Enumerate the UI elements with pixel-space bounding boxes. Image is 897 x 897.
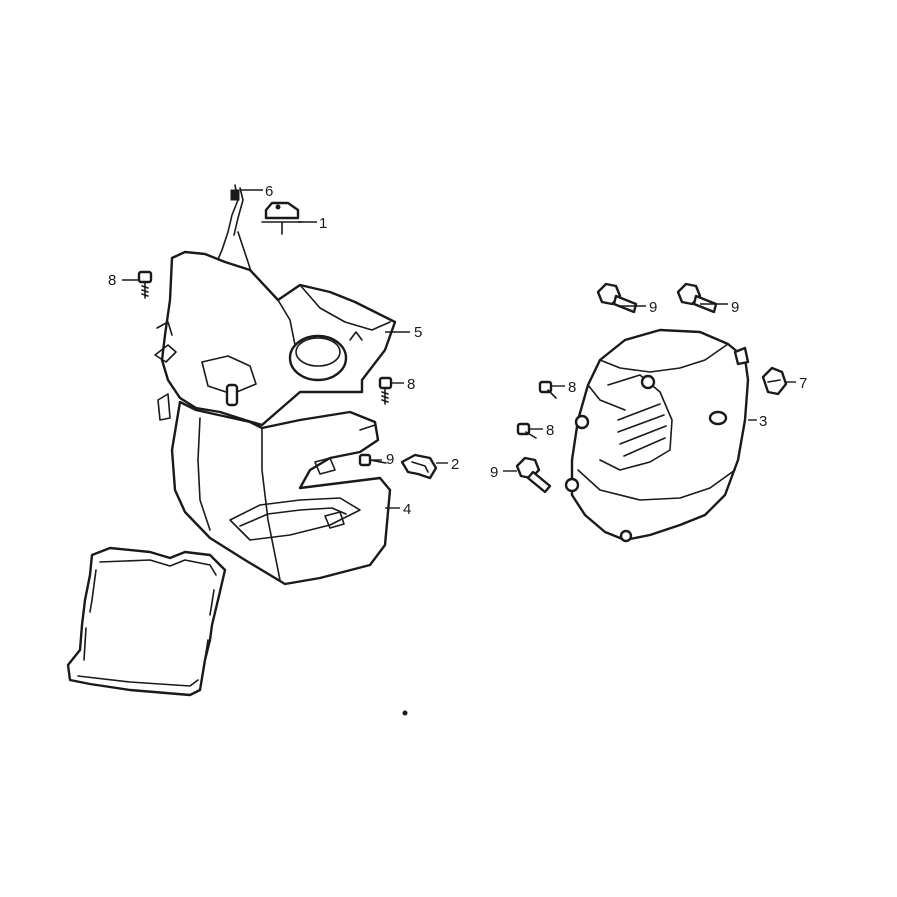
callout-9: 9 [386,451,394,468]
bolt-8-right-upper [538,380,557,399]
bolt-8-center [378,376,393,405]
bolt-8-left [137,270,153,299]
stray-dot [402,710,408,716]
part-4-lower-shroud [157,393,392,586]
bolt-8-right-lower [516,422,537,439]
part-5-upper-shroud [154,250,397,427]
callout-9: 9 [649,299,657,316]
callout-8: 8 [407,376,415,393]
callout-9: 9 [490,464,498,481]
part-7-grommet [761,366,788,396]
bolt-9-lower-left [515,456,552,494]
callout-8: 8 [568,379,576,396]
callout-3: 3 [759,413,767,430]
callout-8: 8 [546,422,554,439]
callout-1: 1 [319,215,327,232]
part-2-hose-clip [400,453,438,480]
bolt-9-top-right [676,282,718,314]
callout-5: 5 [414,324,422,341]
bolt-9-top-left [596,282,638,314]
callout-6: 6 [265,183,273,200]
part-3-fan-cover [564,328,750,543]
leader-lines [122,189,796,509]
callout-2: 2 [451,456,459,473]
callout-7: 7 [799,375,807,392]
callout-4: 4 [403,501,411,518]
callout-8: 8 [108,272,116,289]
gasket [66,546,227,697]
part-1-clip [261,201,303,235]
callout-9: 9 [731,299,739,316]
